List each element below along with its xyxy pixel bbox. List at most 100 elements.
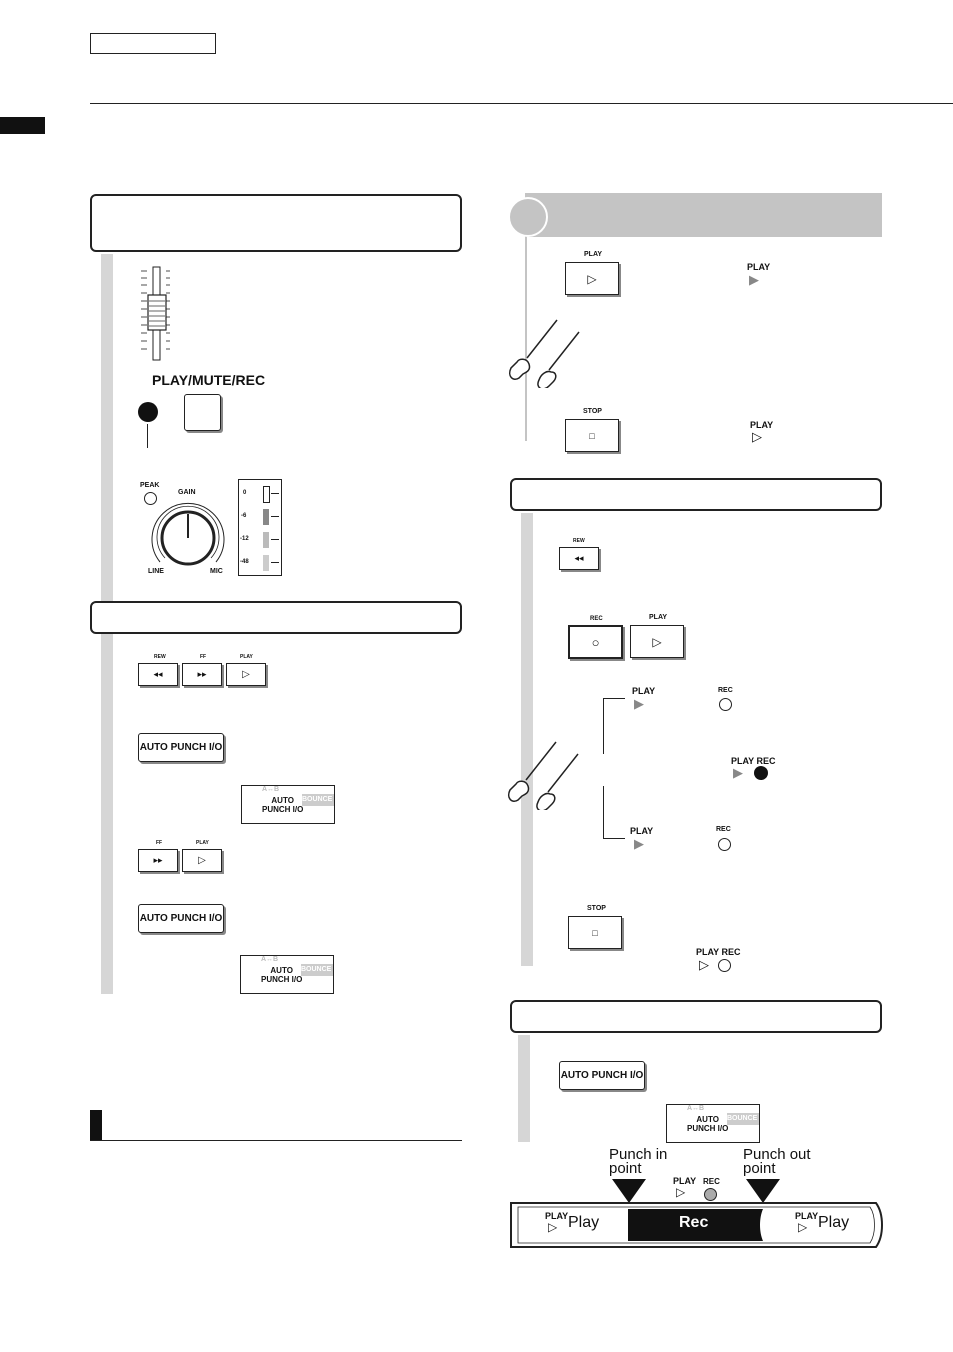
stop-icon: □ — [592, 927, 598, 938]
led-leader-line — [147, 424, 148, 448]
lcd-punch-io: PUNCH I/O — [262, 805, 304, 814]
fast-forward-icon: ▸▸ — [153, 855, 163, 865]
rewind-icon: ◂◂ — [153, 669, 163, 679]
rec-led-off — [718, 959, 731, 972]
play-arrow-outline-icon: ▷ — [699, 957, 709, 972]
lcd-bounce-text: BOUNCE — [302, 794, 334, 806]
fast-forward-icon: ▸▸ — [197, 669, 207, 679]
timeline-rec-word: Rec — [679, 1214, 709, 1231]
gain-label: GAIN — [178, 489, 196, 496]
play-status-label-r2: PLAY — [750, 420, 774, 430]
punch-out-line1: Punch out — [743, 1146, 811, 1163]
punch-out-marker-icon — [746, 1179, 780, 1203]
lcd-ab-text: A↔B — [262, 786, 280, 793]
meter-label-12: -12 — [240, 536, 249, 542]
lcd-punch-io: PUNCH I/O — [687, 1124, 729, 1133]
play-rec-status-label: PLAY REC — [731, 756, 776, 766]
auto-punch-io-button-1[interactable]: AUTO PUNCH I/O — [138, 733, 224, 762]
lcd-auto: AUTO — [696, 1115, 719, 1124]
side-tab — [0, 117, 45, 134]
punch-out-line2: point — [743, 1160, 776, 1177]
rec-led-off — [719, 698, 732, 711]
play-status-label-r1: PLAY — [747, 262, 771, 272]
rew-button-r[interactable]: ◂◂ — [559, 547, 599, 570]
play-button[interactable]: ▷ — [226, 663, 266, 686]
meter-seg-1 — [263, 486, 270, 503]
rew-label: REW — [154, 654, 166, 660]
play-arrow-outline-icon: ▷ — [798, 1220, 808, 1234]
chapter-tab — [90, 33, 216, 54]
play-button-2[interactable]: ▷ — [182, 849, 222, 872]
ff-label-2: FF — [156, 840, 163, 846]
lcd-bounce-text: BOUNCE — [301, 964, 333, 976]
stop-button-r2[interactable]: □ — [568, 916, 622, 949]
play-arrow-filled-icon: ▶ — [634, 696, 644, 711]
step-number-circle — [508, 197, 548, 237]
timeline-play-label: PLAY — [673, 1176, 697, 1186]
header-rule — [90, 103, 953, 104]
meter-tick-1 — [271, 493, 279, 494]
auto-punch-io-button-2[interactable]: AUTO PUNCH I/O — [138, 904, 224, 933]
section-rule — [90, 1140, 462, 1141]
peak-label: PEAK — [140, 482, 160, 489]
play-arrow-outline-icon: ▷ — [676, 1185, 686, 1199]
stop-label-r1: STOP — [583, 408, 602, 415]
gain-knob[interactable] — [148, 498, 228, 576]
play-button-r1[interactable]: ▷ — [565, 262, 619, 295]
play-arrow-outline-icon: ▷ — [548, 1220, 558, 1234]
rewind-icon: ◂◂ — [574, 553, 584, 563]
punch-in-line1: Punch in — [609, 1146, 668, 1163]
timeline-rec-label: REC — [703, 1177, 720, 1186]
step-bar-right-3 — [518, 1035, 530, 1142]
step-box-right-2 — [510, 478, 882, 511]
bracket-top — [603, 698, 625, 699]
rec-icon: ○ — [591, 634, 600, 650]
auto-punch-io-button-3[interactable]: AUTO PUNCH I/O — [559, 1061, 645, 1090]
play-status-label-r5: PLAY — [630, 826, 654, 836]
timeline-play-label-right: PLAY — [795, 1211, 819, 1221]
meter-label-6: -6 — [241, 513, 247, 519]
rec-indicator-led — [138, 402, 158, 422]
rec-button[interactable]: ○ — [568, 625, 623, 659]
play-status-label-r4: PLAY — [632, 686, 656, 696]
meter-tick-4 — [271, 562, 279, 563]
lcd-bounce-text: BOUNCE — [727, 1113, 759, 1125]
play-arrow-outline-icon: ▷ — [752, 429, 762, 444]
guitar-icon — [508, 319, 580, 388]
step-header-gray — [525, 193, 882, 237]
rec-status-label-r4: REC — [718, 687, 733, 694]
timeline-play-word-right: Play — [818, 1214, 850, 1231]
play-arrow-filled-icon: ▶ — [634, 836, 644, 851]
fader-illustration — [141, 266, 170, 361]
level-meter: 0 -6 -12 -48 — [238, 479, 282, 576]
ff-button-2[interactable]: ▸▸ — [138, 849, 178, 872]
step-bar-right-2 — [521, 513, 533, 966]
stop-button-r1[interactable]: □ — [565, 419, 619, 452]
step-box-left-2 — [90, 601, 462, 634]
rec-status-label-r5: REC — [716, 826, 731, 833]
timeline-play-word-left: Play — [568, 1214, 600, 1231]
play-mute-rec-button[interactable] — [184, 394, 221, 431]
bracket-bottom — [603, 838, 625, 839]
rec-led-gray — [704, 1188, 717, 1201]
rew-button[interactable]: ◂◂ — [138, 663, 178, 686]
play-label: PLAY — [240, 654, 253, 660]
ff-button[interactable]: ▸▸ — [182, 663, 222, 686]
ff-label: FF — [200, 654, 207, 660]
meter-seg-3 — [263, 532, 269, 548]
meter-tick-2 — [271, 516, 279, 517]
lcd-ab-text: A↔B — [261, 956, 279, 963]
meter-seg-2 — [263, 509, 269, 525]
play-icon: ▷ — [652, 634, 662, 649]
step-box-right-3 — [510, 1000, 882, 1033]
play-button-r3[interactable]: ▷ — [630, 625, 684, 658]
stop-icon: □ — [589, 430, 595, 441]
meter-label-0: 0 — [243, 490, 247, 496]
play-mute-rec-label: PLAY/MUTE/REC — [152, 372, 266, 388]
punch-in-marker-icon — [612, 1179, 646, 1203]
